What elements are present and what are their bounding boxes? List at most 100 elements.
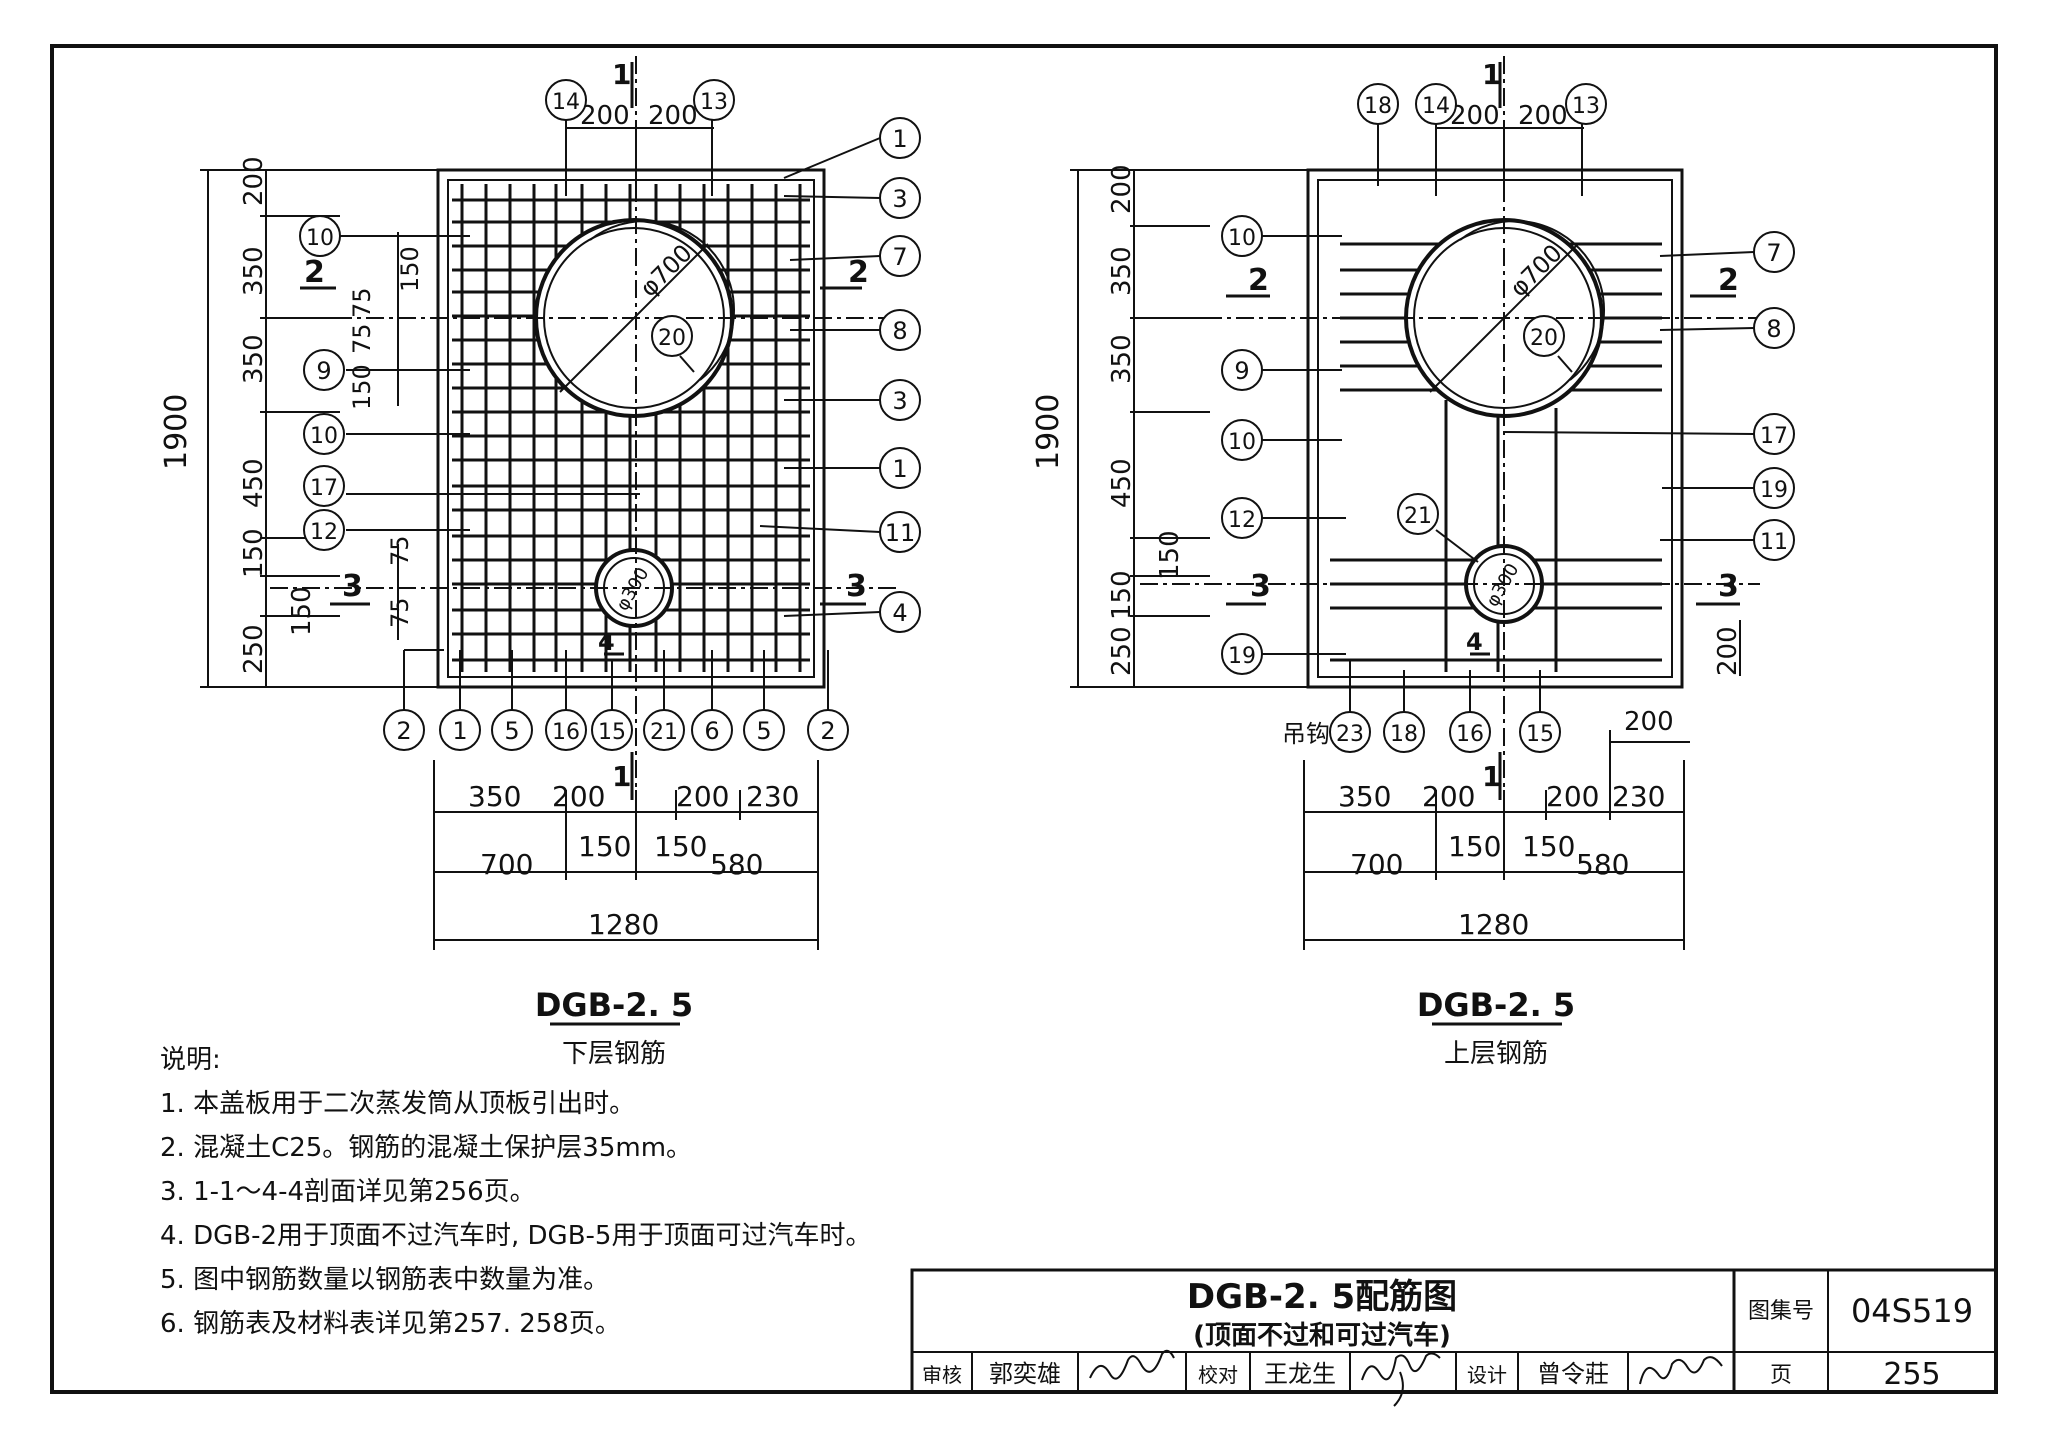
section-mark: 3 xyxy=(1250,569,1271,604)
rebar-callout: 1 xyxy=(452,717,467,745)
rebar-callout: 20 xyxy=(658,326,686,351)
dim-left: 350 xyxy=(239,334,269,384)
dim-bottom: 230 xyxy=(1612,780,1665,813)
dim-left: 350 xyxy=(239,246,269,296)
drawing-subtitle: (顶面不过和可过汽车) xyxy=(1193,1320,1451,1351)
rebar-callout: 7 xyxy=(892,243,907,271)
designer-name: 曾令莊 xyxy=(1537,1360,1609,1388)
rebar-callout: 3 xyxy=(892,387,907,415)
dim-left-total: 1900 xyxy=(159,394,194,470)
rebar-callout: 20 xyxy=(1530,326,1558,351)
note-item: 2. 混凝土C25。钢筋的混凝土保护层35mm。 xyxy=(160,1133,693,1163)
section-mark: 2 xyxy=(304,255,325,290)
rebar-callout: 3 xyxy=(892,185,907,213)
atlas-number: 04S519 xyxy=(1851,1292,1973,1330)
note-item: 3. 1-1～4-4剖面详见第256页。 xyxy=(160,1177,536,1207)
dim-inner: 75 xyxy=(348,323,376,354)
rebar-callout: 10 xyxy=(1228,226,1256,251)
reviewer-signature xyxy=(1089,1349,1175,1380)
note-item: 1. 本盖板用于二次蒸发筒从顶板引出时。 xyxy=(160,1089,636,1119)
section-mark: 2 xyxy=(1248,263,1269,298)
rebar-callout: 8 xyxy=(892,317,907,345)
dim-top: 200 xyxy=(1518,101,1568,131)
rebar-callout: 17 xyxy=(1760,424,1788,449)
plan-subtitle: 上层钢筋 xyxy=(1444,1039,1548,1069)
note-item: 5. 图中钢筋数量以钢筋表中数量为准。 xyxy=(160,1265,610,1295)
rebar-callout: 9 xyxy=(1234,357,1249,385)
rebar-callout: 19 xyxy=(1228,644,1256,669)
plan-subtitle: 下层钢筋 xyxy=(562,1039,666,1069)
dim-bottom: 200 xyxy=(1546,780,1599,813)
dim-total: 1280 xyxy=(588,908,659,941)
section-mark: 1 xyxy=(612,58,631,91)
dim-bottom: 700 xyxy=(1350,848,1403,881)
rebar-callout: 10 xyxy=(306,226,334,251)
dim-left: 350 xyxy=(1107,246,1137,296)
dim-top: 200 xyxy=(648,101,698,131)
dim-bottom: 150 xyxy=(1522,830,1575,863)
rebar-callout: 18 xyxy=(1364,94,1392,119)
dim-left: 450 xyxy=(1107,458,1137,508)
plan-title: DGB-2. 5 xyxy=(535,986,693,1024)
section-mark: 1 xyxy=(1482,760,1501,793)
dim-left: 250 xyxy=(239,624,269,674)
slab-outline xyxy=(1306,168,1684,689)
rebar-callout: 11 xyxy=(1760,530,1788,555)
rebar-callout: 7 xyxy=(1766,239,1781,267)
dim-inner: 75 xyxy=(386,597,414,628)
rebar-callout: 2 xyxy=(820,717,835,745)
note-item: 6. 钢筋表及材料表详见第257. 258页。 xyxy=(160,1309,621,1339)
rebar-callout: 5 xyxy=(504,717,519,745)
drawing-title: DGB-2. 5配筋图 xyxy=(1187,1277,1457,1317)
dim-inner: 150 xyxy=(348,364,376,410)
section-mark: 3 xyxy=(1718,569,1739,604)
dim-inner: 75 xyxy=(348,287,376,318)
dim-right: 200 xyxy=(1713,626,1743,676)
rebar-callout: 2 xyxy=(396,717,411,745)
rebar-callout: 21 xyxy=(1404,504,1432,529)
rebar-callout: 5 xyxy=(756,717,771,745)
right-plan: φ700 φ300 1 1 2 2 3 3 4 200 200 xyxy=(1031,56,1795,1069)
designer-signature xyxy=(1639,1356,1723,1385)
dim-bottom: 350 xyxy=(468,780,521,813)
rebar-callout: 15 xyxy=(1526,722,1554,747)
rebar-callout: 21 xyxy=(650,720,678,745)
slab-inner-outline xyxy=(447,179,815,678)
section-mark: 3 xyxy=(846,569,867,604)
rebar-callout: 14 xyxy=(552,90,580,115)
section-mark: 2 xyxy=(1718,263,1739,298)
dim-total: 1280 xyxy=(1458,908,1529,941)
dim-left: 150 xyxy=(239,528,269,578)
check-label: 校对 xyxy=(1198,1363,1238,1387)
note-item: 4. DGB-2用于顶面不过汽车时, DGB-5用于顶面可过汽车时。 xyxy=(160,1221,872,1251)
checker-name: 王龙生 xyxy=(1264,1360,1336,1388)
section-mark: 2 xyxy=(848,255,869,290)
plan-title: DGB-2. 5 xyxy=(1417,986,1575,1024)
section-mark: 4 xyxy=(1466,628,1483,656)
rebar-callout: 8 xyxy=(1766,315,1781,343)
design-label: 设计 xyxy=(1467,1363,1507,1387)
section-mark: 1 xyxy=(612,760,631,793)
atlas-label: 图集号 xyxy=(1748,1299,1814,1324)
rebar-callout: 12 xyxy=(1228,508,1256,533)
dim-bottom: 150 xyxy=(1448,830,1501,863)
page-number: 255 xyxy=(1883,1357,1940,1392)
dim-top: 200 xyxy=(1450,101,1500,131)
dim-left: 450 xyxy=(239,458,269,508)
dim-bottom: 580 xyxy=(710,848,763,881)
rebar-callout: 9 xyxy=(316,357,331,385)
slab-inner-outline xyxy=(1317,179,1673,678)
hook-label: 吊钩 xyxy=(1282,720,1330,748)
dim-left: 200 xyxy=(1107,164,1137,214)
rebar-callout: 15 xyxy=(598,720,626,745)
notes: 说明: 1. 本盖板用于二次蒸发筒从顶板引出时。 2. 混凝土C25。钢筋的混凝… xyxy=(160,1038,900,1346)
review-label: 审核 xyxy=(922,1363,962,1387)
dim-bottom: 200 xyxy=(552,780,605,813)
dim-bottom: 200 xyxy=(1624,707,1674,737)
title-block: DGB-2. 5配筋图 (顶面不过和可过汽车) 图集号 04S519 页 255… xyxy=(910,1268,1998,1407)
page-label: 页 xyxy=(1770,1363,1792,1388)
rebar-callout: 13 xyxy=(700,90,728,115)
dim-inner: 150 xyxy=(396,246,424,292)
